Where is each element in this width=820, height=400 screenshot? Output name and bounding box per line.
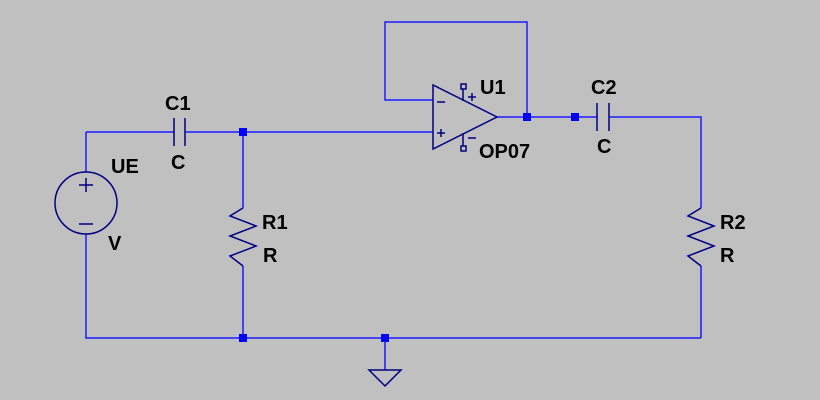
junction-dot	[239, 334, 247, 342]
junction-dot	[239, 128, 247, 136]
opamp-supply-plus-sign	[468, 93, 476, 101]
wires	[85, 21, 702, 370]
opamp-model-label: OP07	[479, 141, 530, 163]
opamp-supply-pin-top	[460, 83, 467, 90]
wire-feedback-loop	[384, 21, 528, 117]
junctions	[239, 113, 579, 342]
c1-plates	[173, 118, 186, 146]
wire-c2-to-r2	[609, 116, 702, 208]
source-value-label: V	[108, 233, 122, 255]
labels: UE V C1 C R1 R U1 OP07 C2 C R2 R	[108, 77, 746, 267]
source-name-label: UE	[111, 156, 139, 178]
r2-name-label: R2	[720, 212, 746, 234]
opamp-name-label: U1	[480, 77, 506, 99]
ground-symbol[interactable]	[367, 369, 403, 388]
r1-zigzag	[227, 207, 259, 267]
c1-value-label: C	[171, 152, 185, 174]
junction-dot	[381, 334, 389, 342]
source-circle	[54, 171, 118, 235]
opamp-plus-sign	[437, 129, 445, 137]
wire-source-to-c1	[85, 131, 174, 172]
c2-name-label: C2	[591, 77, 617, 99]
r1-value-label: R	[263, 245, 278, 267]
opamp-u1[interactable]	[432, 83, 499, 152]
opamp-triangle	[432, 83, 499, 151]
r2-value-label: R	[720, 245, 735, 267]
opamp-supply-pin-bottom	[460, 145, 467, 152]
ground-icon	[367, 369, 403, 388]
c1-name-label: C1	[165, 93, 191, 115]
capacitor-c1[interactable]	[173, 118, 186, 146]
r2-zigzag	[685, 207, 717, 267]
junction-dot	[571, 113, 579, 121]
junction-dot	[523, 113, 531, 121]
voltage-source-ue[interactable]	[54, 171, 118, 235]
c2-value-label: C	[597, 136, 611, 158]
r1-name-label: R1	[262, 212, 288, 234]
resistor-r2[interactable]	[685, 207, 717, 267]
c2-plates	[596, 103, 610, 131]
wire-source-to-ground	[85, 234, 701, 339]
resistor-r1[interactable]	[227, 207, 259, 267]
source-plus-icon	[79, 178, 93, 192]
components	[54, 83, 717, 388]
capacitor-c2[interactable]	[596, 103, 610, 131]
